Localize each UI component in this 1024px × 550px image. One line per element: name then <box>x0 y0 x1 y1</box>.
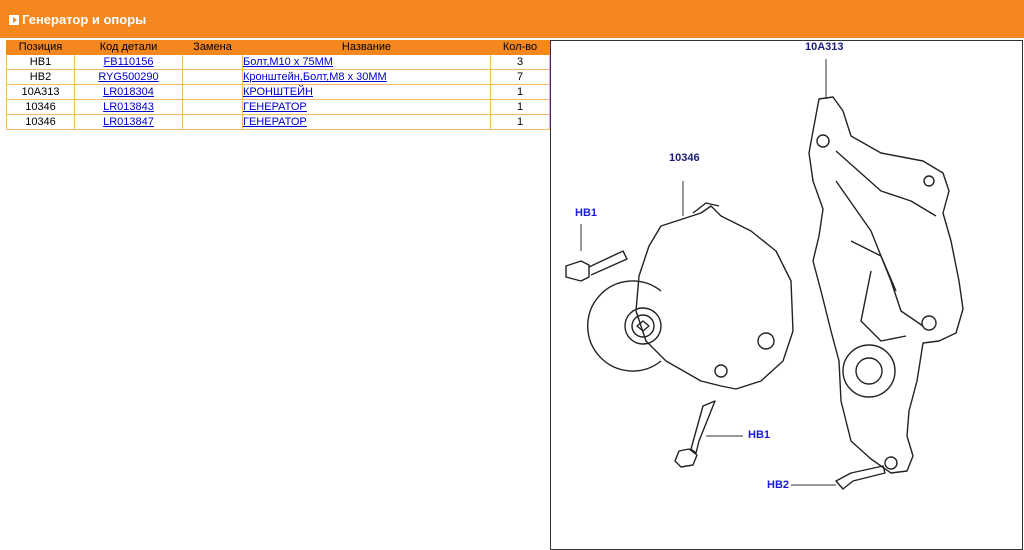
cell-qty: 1 <box>490 84 550 100</box>
table-row: 10A313 LR018304 КРОНШТЕЙН 1 <box>6 84 550 100</box>
cell-position: 10346 <box>6 114 75 130</box>
part-code-link[interactable]: LR013847 <box>103 116 154 128</box>
part-name-link[interactable]: КРОНШТЕЙН <box>243 86 314 98</box>
label-bolt-bottom[interactable]: HB1 <box>748 429 771 441</box>
label-alternator[interactable]: 10346 <box>669 152 700 164</box>
cell-replacement <box>182 84 243 100</box>
part-name-link[interactable]: Болт,M10 x 75MM <box>243 56 333 68</box>
part-name-link[interactable]: ГЕНЕРАТОР <box>243 116 307 128</box>
bolt-top-part <box>565 260 590 282</box>
column-header-replacement: Замена <box>182 40 243 55</box>
table-row: 10346 LR013847 ГЕНЕРАТОР 1 <box>6 114 550 130</box>
arrow-right-icon[interactable] <box>9 15 19 25</box>
alternator-part <box>635 205 794 390</box>
cell-replacement <box>182 114 243 130</box>
cell-position: 10346 <box>6 99 75 115</box>
cell-name: ГЕНЕРАТОР <box>242 99 491 115</box>
cell-code: LR018304 <box>74 84 183 100</box>
cell-qty: 1 <box>490 114 550 130</box>
cell-qty: 3 <box>490 54 550 70</box>
cell-qty: 7 <box>490 69 550 85</box>
column-header-name: Название <box>242 40 491 55</box>
column-header-code: Код детали <box>74 40 183 55</box>
table-row: HB1 FB110156 Болт,M10 x 75MM 3 <box>6 54 550 70</box>
bolt-bottom-part <box>690 400 716 454</box>
cell-code: LR013847 <box>74 114 183 130</box>
section-header-inner: Генератор и опоры <box>9 12 146 28</box>
cell-position: 10A313 <box>6 84 75 100</box>
part-name-link[interactable]: Кронштейн,Болт,M8 x 30MM <box>243 71 387 83</box>
parts-diagram[interactable]: 10A313 10346 HB1 HB1 HB2 <box>550 40 1023 550</box>
cell-code: LR013843 <box>74 99 183 115</box>
bracket-part <box>808 96 964 474</box>
cell-replacement <box>182 54 243 70</box>
column-header-qty: Кол-во <box>490 40 550 55</box>
cell-name: ГЕНЕРАТОР <box>242 114 491 130</box>
part-code-link[interactable]: FB110156 <box>103 56 154 68</box>
parts-table: Позиция Код детали Замена Название Кол-в… <box>6 40 550 130</box>
part-code-link[interactable]: LR018304 <box>103 86 154 98</box>
cell-name: Кронштейн,Болт,M8 x 30MM <box>242 69 491 85</box>
column-header-position: Позиция <box>6 40 75 55</box>
cell-qty: 1 <box>490 99 550 115</box>
table-row: 10346 LR013843 ГЕНЕРАТОР 1 <box>6 99 550 115</box>
part-code-link[interactable]: RYG500290 <box>98 71 159 83</box>
cell-name: КРОНШТЕЙН <box>242 84 491 100</box>
cell-position: HB1 <box>6 54 75 70</box>
label-bolt-top[interactable]: HB1 <box>575 207 598 219</box>
cell-replacement <box>182 69 243 85</box>
cell-replacement <box>182 99 243 115</box>
bolt-small-part <box>835 465 886 490</box>
label-bracket[interactable]: 10A313 <box>805 41 844 53</box>
part-name-link[interactable]: ГЕНЕРАТОР <box>243 101 307 113</box>
section-header: Генератор и опоры <box>0 0 1024 38</box>
part-code-link[interactable]: LR013843 <box>103 101 154 113</box>
table-header-row: Позиция Код детали Замена Название Кол-в… <box>6 40 550 55</box>
cell-code: FB110156 <box>74 54 183 70</box>
label-bolt-small[interactable]: HB2 <box>767 479 790 491</box>
table-row: HB2 RYG500290 Кронштейн,Болт,M8 x 30MM 7 <box>6 69 550 85</box>
cell-code: RYG500290 <box>74 69 183 85</box>
diagram-drawing <box>565 59 964 490</box>
cell-name: Болт,M10 x 75MM <box>242 54 491 70</box>
cell-position: HB2 <box>6 69 75 85</box>
section-title: Генератор и опоры <box>22 12 147 27</box>
